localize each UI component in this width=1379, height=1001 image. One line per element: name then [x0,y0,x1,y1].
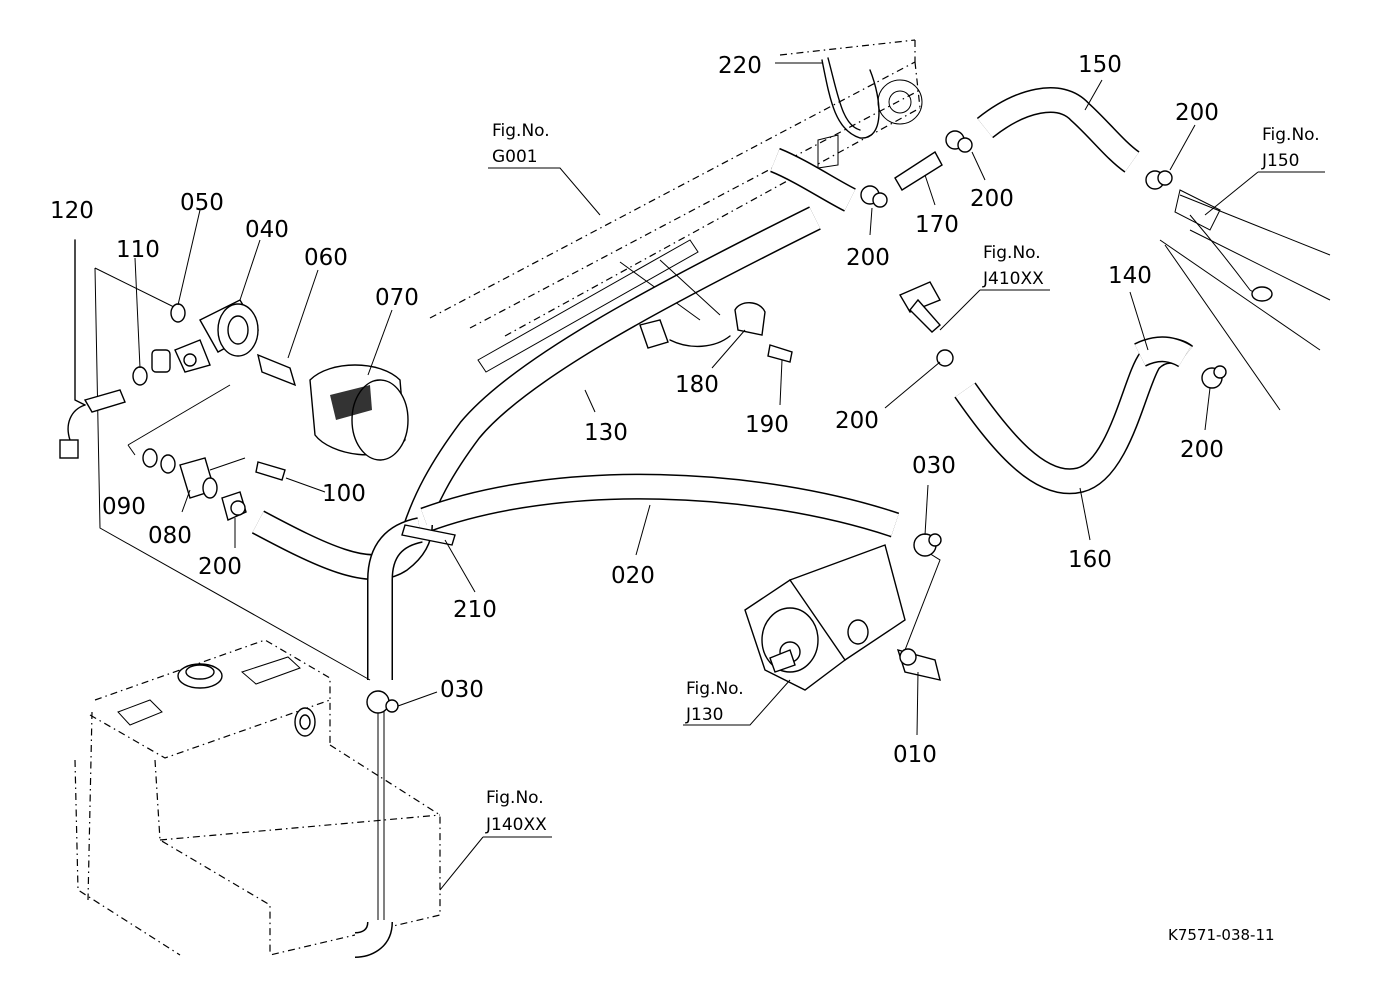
label-140: 140 [1108,263,1152,289]
label-050: 050 [180,190,224,216]
label-120: 120 [50,198,94,224]
bracket-180 [639,302,793,363]
label-030-pump: 030 [912,453,956,479]
fig-ref-j410xx-label: Fig.No. [983,243,1041,263]
label-110: 110 [116,237,160,263]
clamps [366,57,1227,714]
fig-ref-j130-label: Fig.No. [686,679,744,699]
fig-ref-g001-label: Fig.No. [492,121,550,141]
label-200-fitting: 200 [198,554,242,580]
label-070: 070 [375,285,419,311]
o-ring-050 [170,303,186,323]
hydraulic-pump [744,544,941,691]
fig-ref-leaders [439,167,1325,891]
label-150: 150 [1078,52,1122,78]
hose-130 [402,206,821,535]
label-170: 170 [915,212,959,238]
label-220: 220 [718,53,762,79]
part-labels: 220 150 200 200 170 200 140 200 200 160 … [50,52,1224,768]
label-090: 090 [102,494,146,520]
fig-ref-j140xx-label: Fig.No. [486,788,544,808]
label-010: 010 [893,742,937,768]
hose-top-stub [769,147,856,212]
fig-ref-g001-code: G001 [492,147,538,167]
fitting-080 [142,448,286,521]
fig-ref-j150-label: Fig.No. [1262,125,1320,145]
label-160: 160 [1068,547,1112,573]
label-190: 190 [745,412,789,438]
union-170 [894,150,1192,368]
oil-filter-assembly [132,299,409,461]
sensor-120 [59,239,126,459]
label-200-hose: 200 [846,245,890,271]
fig-ref-j410xx-code: J410XX [982,269,1044,289]
fig-ref-j130-code: J130 [685,705,723,725]
label-100: 100 [322,481,366,507]
frame-beam [429,39,923,373]
hose-150 [976,87,1140,173]
part-leaders [134,62,1211,736]
label-200-union: 200 [970,186,1014,212]
label-200-mid: 200 [835,408,879,434]
label-080: 080 [148,523,192,549]
label-200-right: 200 [1180,437,1224,463]
fig-ref-j140xx-code: J140XX [485,815,547,835]
leader-lines [94,259,941,681]
label-180: 180 [675,372,719,398]
fuel-tank [74,639,441,956]
rear-frame [1159,189,1331,411]
label-210: 210 [453,597,497,623]
label-060: 060 [304,245,348,271]
label-200-top-right: 200 [1175,100,1219,126]
hose-020 [420,473,900,538]
fig-ref-j150-code: J150 [1261,151,1299,171]
label-130: 130 [584,420,628,446]
label-020: 020 [611,563,655,589]
pipe-tank [354,710,393,958]
label-030-tank: 030 [440,677,484,703]
hose-160 [954,337,1194,495]
label-040: 040 [245,217,289,243]
drawing-code: K7571-038-11 [1168,926,1275,944]
washer-110 [132,366,148,386]
figure-refs: Fig.No. G001 Fig.No. J150 Fig.No. J410XX… [485,121,1320,835]
